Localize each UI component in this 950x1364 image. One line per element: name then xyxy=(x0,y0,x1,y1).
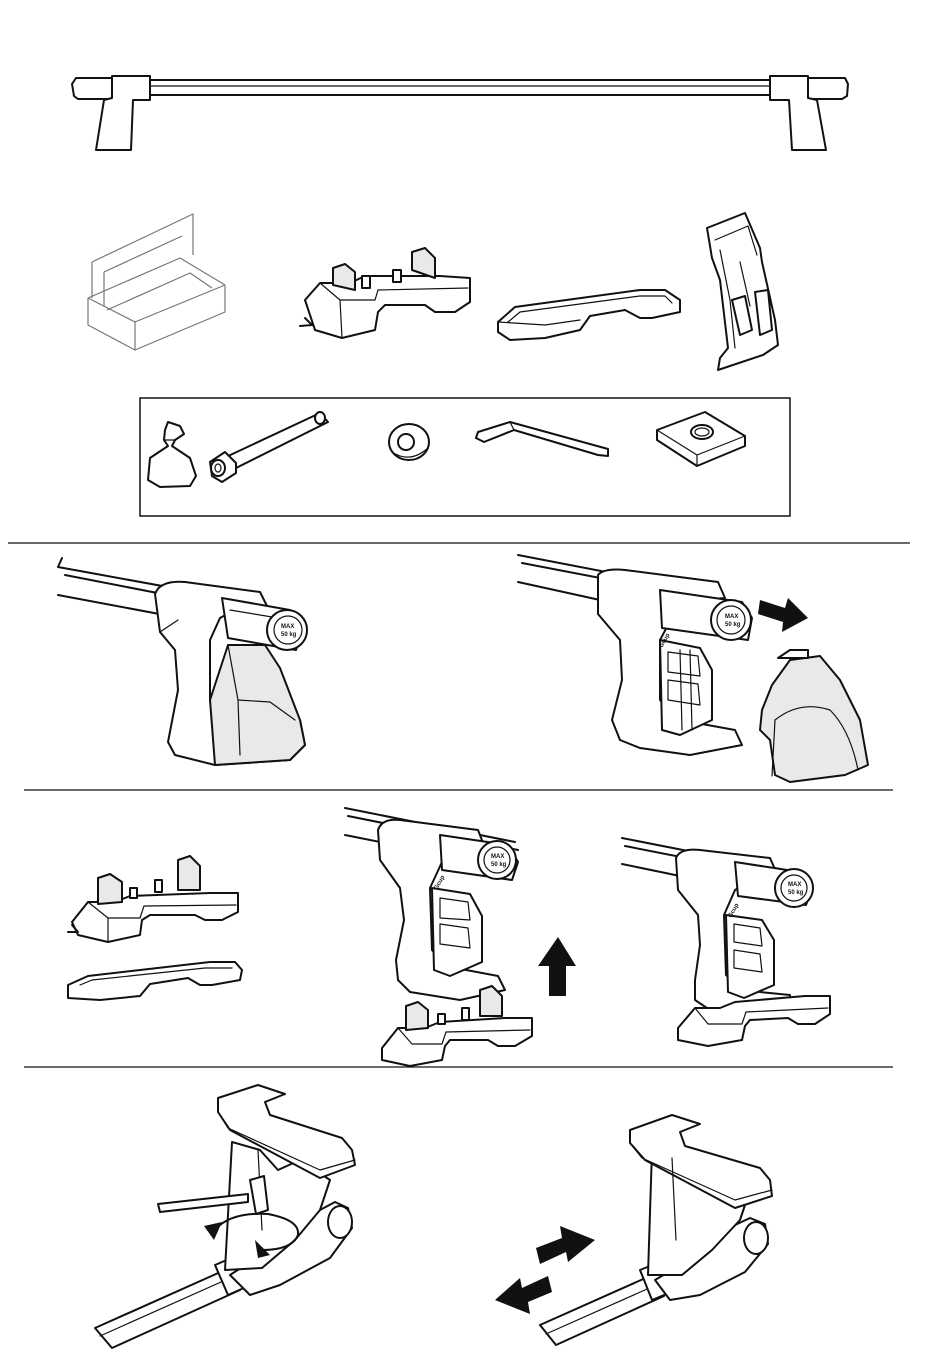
arrow-right-icon xyxy=(758,598,808,632)
weight-label-4: 50 kg xyxy=(788,890,804,896)
clamp-bracket-icon xyxy=(707,213,778,370)
pad-parts-left xyxy=(68,856,242,1000)
foot-before-pad: MAX 50 kg Gcup xyxy=(345,808,576,1066)
square-plate-icon xyxy=(657,412,745,466)
max-label-2: MAX xyxy=(725,614,738,620)
rubber-pad-icon xyxy=(498,290,680,340)
clamp-slide-right xyxy=(495,1115,772,1345)
roof-bar-icon xyxy=(72,76,848,150)
max-label: MAX xyxy=(281,624,294,630)
foot-with-pad: MAX 50 kg Gcup xyxy=(622,838,830,1046)
weight-label: 50 kg xyxy=(281,632,297,638)
weight-label-2: 50 kg xyxy=(725,622,741,628)
washer-icon xyxy=(389,424,429,460)
bolt-icon xyxy=(210,412,328,482)
max-label-4: MAX xyxy=(788,882,801,888)
bag-icon xyxy=(148,422,196,487)
double-arrow-icon xyxy=(495,1276,552,1314)
arrow-up-icon xyxy=(538,937,576,996)
box-icon xyxy=(88,214,225,350)
max-label-3: MAX xyxy=(491,854,504,860)
clamp-tighten-left xyxy=(95,1085,355,1348)
allen-key-icon xyxy=(476,422,608,456)
assembled-foot-left: MAX 50 kg xyxy=(58,558,307,765)
foot-pad-icon xyxy=(300,248,470,338)
foot-cover-removed: MAX 50 kg Gcup xyxy=(518,555,868,782)
weight-label-3: 50 kg xyxy=(491,862,507,868)
